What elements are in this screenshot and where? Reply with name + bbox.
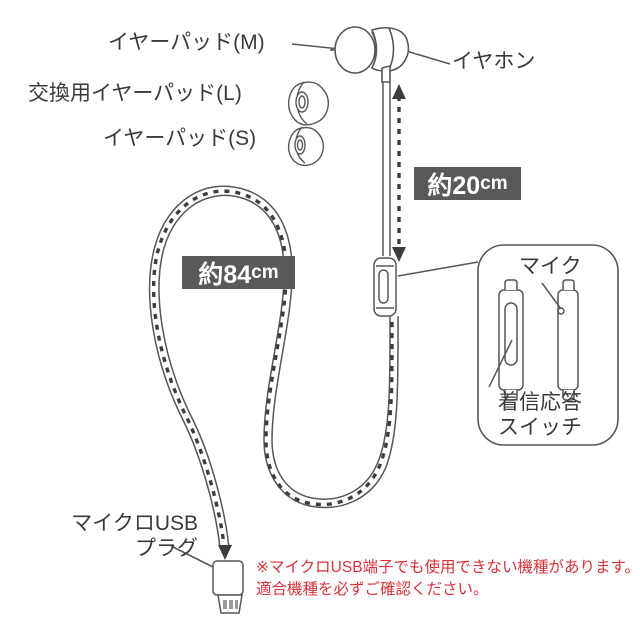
- label-earphone: イヤホン: [452, 50, 536, 73]
- inline-remote-module: [373, 257, 397, 317]
- leader-line-remote-callout: [397, 261, 479, 277]
- earbud-housing: [370, 26, 410, 72]
- remote-side-view: [557, 279, 579, 401]
- remote-front-switch: [504, 302, 518, 366]
- leader-line-earpad-m: [291, 43, 341, 50]
- measurement-value-upper: 約20: [427, 171, 481, 200]
- remote-answer-switch: [378, 269, 389, 304]
- label-microphone: マイク: [519, 255, 582, 278]
- measurement-unit-lower: cm: [251, 261, 279, 283]
- label-earpad-medium: イヤーパッド(M): [108, 31, 265, 54]
- usb-plug-body: [212, 560, 244, 596]
- remote-side-body: [557, 289, 579, 391]
- compatibility-warning-note: ※マイクロUSB端子でも使用できない機種があります。 適合機種を必ずご確認くださ…: [256, 559, 640, 599]
- earbud-eartip-nozzle: [330, 49, 336, 51]
- usb-plug-contact-1: [223, 600, 227, 609]
- earpad-l-bore-inner: [298, 95, 306, 109]
- earpad-large-illustration: [287, 81, 330, 126]
- earbud-illustration: [330, 26, 410, 83]
- label-earpad-small: イヤーパッド(S): [103, 127, 257, 150]
- remote-side-bottom-cap: [562, 390, 575, 401]
- measurement-value-lower: 約84: [198, 260, 252, 289]
- remote-side-top-cap: [562, 279, 575, 290]
- usb-plug-contact-3: [235, 600, 238, 609]
- remote-front-view: [498, 279, 524, 401]
- pointer-line-switch: [488, 339, 513, 388]
- earpad-s-body: [287, 126, 325, 167]
- dimension-arrowhead-20cm-bottom: [392, 247, 406, 262]
- earbud-stem: [381, 64, 391, 83]
- usb-plug-contact-2: [229, 600, 233, 609]
- remote-front-bottom-cap: [504, 390, 518, 401]
- upper-cable: [382, 82, 391, 256]
- dimension-arrow-20cm: [392, 84, 406, 262]
- dimension-arrowhead-84cm-end: [218, 545, 232, 560]
- callout-pointer-lines: [488, 282, 562, 388]
- dimension-arrowhead-20cm-top: [392, 84, 406, 99]
- earpad-small-illustration: [287, 126, 325, 167]
- measurement-unit-upper: cm: [480, 172, 508, 194]
- micro-usb-plug: [212, 560, 244, 614]
- label-call-answer-switch: 着信応答 スイッチ: [498, 391, 582, 439]
- dimension-path-84cm: [151, 189, 394, 560]
- remote-front-top-cap: [504, 279, 518, 290]
- label-micro-usb-plug: マイクロUSB プラグ: [71, 512, 198, 560]
- earbud-eartip: [334, 26, 376, 74]
- lower-cable-right-edge: [148, 185, 391, 549]
- label-earpad-large: 交換用イヤーパッド(L): [28, 82, 242, 105]
- pointer-line-mic: [541, 282, 562, 310]
- earpad-s-bore-inner: [296, 139, 304, 151]
- leader-line-usb-plug: [170, 545, 214, 568]
- dimension-line-84cm: [151, 189, 394, 546]
